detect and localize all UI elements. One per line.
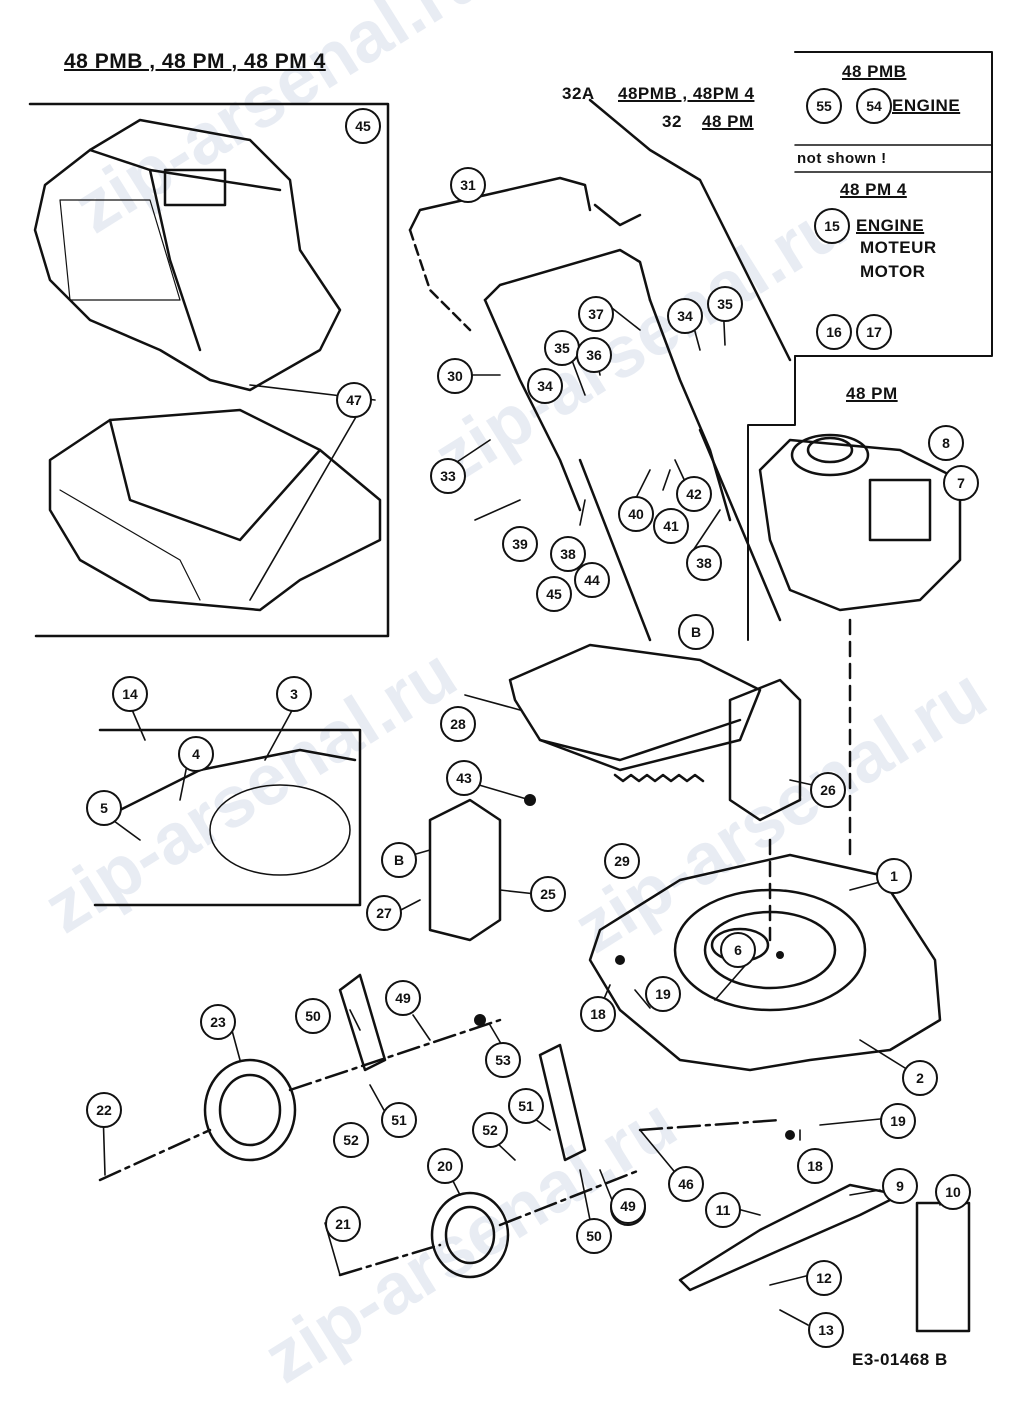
part-callout: B (381, 842, 417, 878)
part-callout: 47 (336, 382, 372, 418)
part-callout: 33 (430, 458, 466, 494)
part-callout: 34 (527, 368, 563, 404)
part-callout: B (678, 614, 714, 650)
part-callout: 51 (508, 1088, 544, 1124)
part-callout: 55 (806, 88, 842, 124)
part-callout: 27 (366, 895, 402, 931)
part-callout: 19 (880, 1103, 916, 1139)
part-callout: 52 (472, 1112, 508, 1148)
part-callout: 12 (806, 1260, 842, 1296)
part-callout: 44 (574, 562, 610, 598)
part-callout: 42 (676, 476, 712, 512)
part-callout: 21 (325, 1206, 361, 1242)
part-callout: 37 (578, 296, 614, 332)
part-callout: 5 (86, 790, 122, 826)
part-callout: 10 (935, 1174, 971, 1210)
legend-pm4-moteur: MOTEUR (860, 238, 937, 257)
part-callout: 16 (816, 314, 852, 350)
part-callout: 13 (808, 1312, 844, 1348)
part-callout: 26 (810, 772, 846, 808)
legend-pm4-engine: ENGINE (856, 216, 925, 235)
part-callout: 41 (653, 508, 689, 544)
part-callout: 6 (720, 932, 756, 968)
part-callout: 2 (902, 1060, 938, 1096)
part-callout: 53 (485, 1042, 521, 1078)
part-callout: 35 (544, 330, 580, 366)
part-callout: 43 (446, 760, 482, 796)
part-callout: 35 (707, 286, 743, 322)
part-callout: 23 (200, 1004, 236, 1040)
part-callout: 49 (610, 1188, 646, 1224)
legend-pm4-motor: MOTOR (860, 262, 926, 281)
part-callout: 22 (86, 1092, 122, 1128)
part-callout: 17 (856, 314, 892, 350)
legend-pm-title: 48 PM (846, 384, 898, 403)
part-callout: 49 (385, 980, 421, 1016)
part-callout: 28 (440, 706, 476, 742)
part-callout: 36 (576, 337, 612, 373)
part-callout: 52 (333, 1122, 369, 1158)
part-callout: 40 (618, 496, 654, 532)
part-callout: 9 (882, 1168, 918, 1204)
part-callout: 1 (876, 858, 912, 894)
part-callout-45: 45 (345, 108, 381, 144)
part-callout: 25 (530, 876, 566, 912)
part-callout: 38 (686, 545, 722, 581)
part-callout: 51 (381, 1102, 417, 1138)
part-callout: 46 (668, 1166, 704, 1202)
part-callout: 18 (580, 996, 616, 1032)
part-callout: 11 (705, 1192, 741, 1228)
cable-32a-models: 48PMB , 48PM 4 (618, 84, 755, 103)
part-callout: 39 (502, 526, 538, 562)
part-callout: 18 (797, 1148, 833, 1184)
part-callout: 7 (943, 465, 979, 501)
part-callout: 45 (536, 576, 572, 612)
legend-pmb-title: 48 PMB (842, 62, 907, 81)
part-callout: 4 (178, 736, 214, 772)
part-callout: 50 (295, 998, 331, 1034)
part-callout: 29 (604, 843, 640, 879)
cable-32-models: 48 PM (702, 112, 754, 131)
cable-32a-number: 32A (562, 84, 595, 103)
part-callout: 30 (437, 358, 473, 394)
legend-pm4-title: 48 PM 4 (840, 180, 907, 199)
part-callout: 50 (576, 1218, 612, 1254)
model-header: 48 PMB , 48 PM , 48 PM 4 (64, 50, 326, 73)
legend-pmb-engine: ENGINE (892, 96, 961, 115)
part-callout: 19 (645, 976, 681, 1012)
part-callout: 3 (276, 676, 312, 712)
part-callout: 34 (667, 298, 703, 334)
cable-32-number: 32 (662, 112, 682, 131)
part-callout: 15 (814, 208, 850, 244)
part-callout: 31 (450, 167, 486, 203)
part-callout: 20 (427, 1148, 463, 1184)
part-callout: 8 (928, 425, 964, 461)
diagram-code: E3-01468 B (852, 1350, 948, 1369)
part-callout: 14 (112, 676, 148, 712)
part-callout: 54 (856, 88, 892, 124)
legend-not-shown: not shown ! (797, 150, 887, 167)
